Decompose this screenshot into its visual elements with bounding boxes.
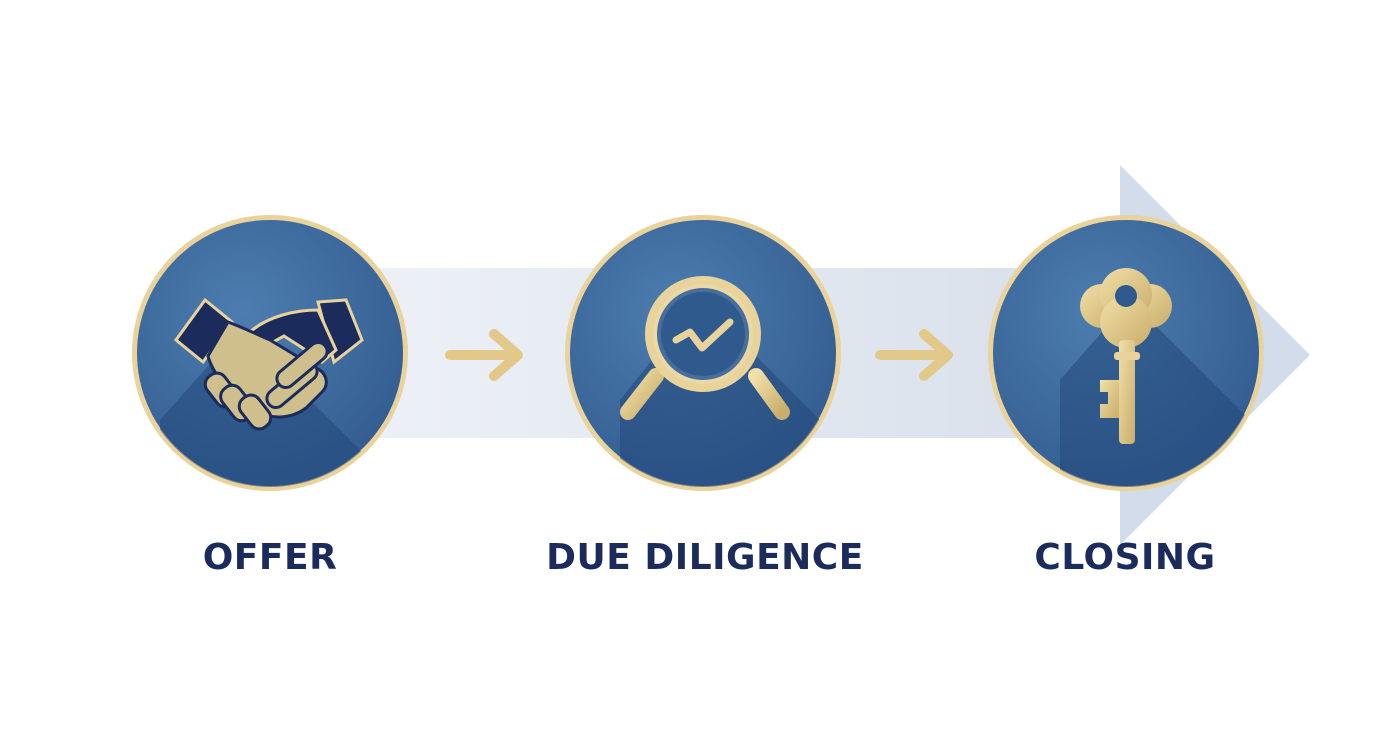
key-icon bbox=[1080, 268, 1172, 444]
step-offer-circle bbox=[132, 215, 408, 491]
arrow-right-icon bbox=[875, 329, 953, 381]
arrow-right-icon bbox=[445, 329, 523, 381]
step-label-closing: CLOSING bbox=[1034, 537, 1216, 578]
step-due-diligence-circle bbox=[565, 215, 841, 491]
step-label-offer: OFFER bbox=[202, 537, 338, 578]
handshake-icon bbox=[173, 297, 364, 431]
magnifier-check-icon bbox=[620, 276, 790, 420]
step-label-due-diligence: DUE DILIGENCE bbox=[546, 537, 864, 578]
step-closing-circle bbox=[988, 215, 1264, 491]
